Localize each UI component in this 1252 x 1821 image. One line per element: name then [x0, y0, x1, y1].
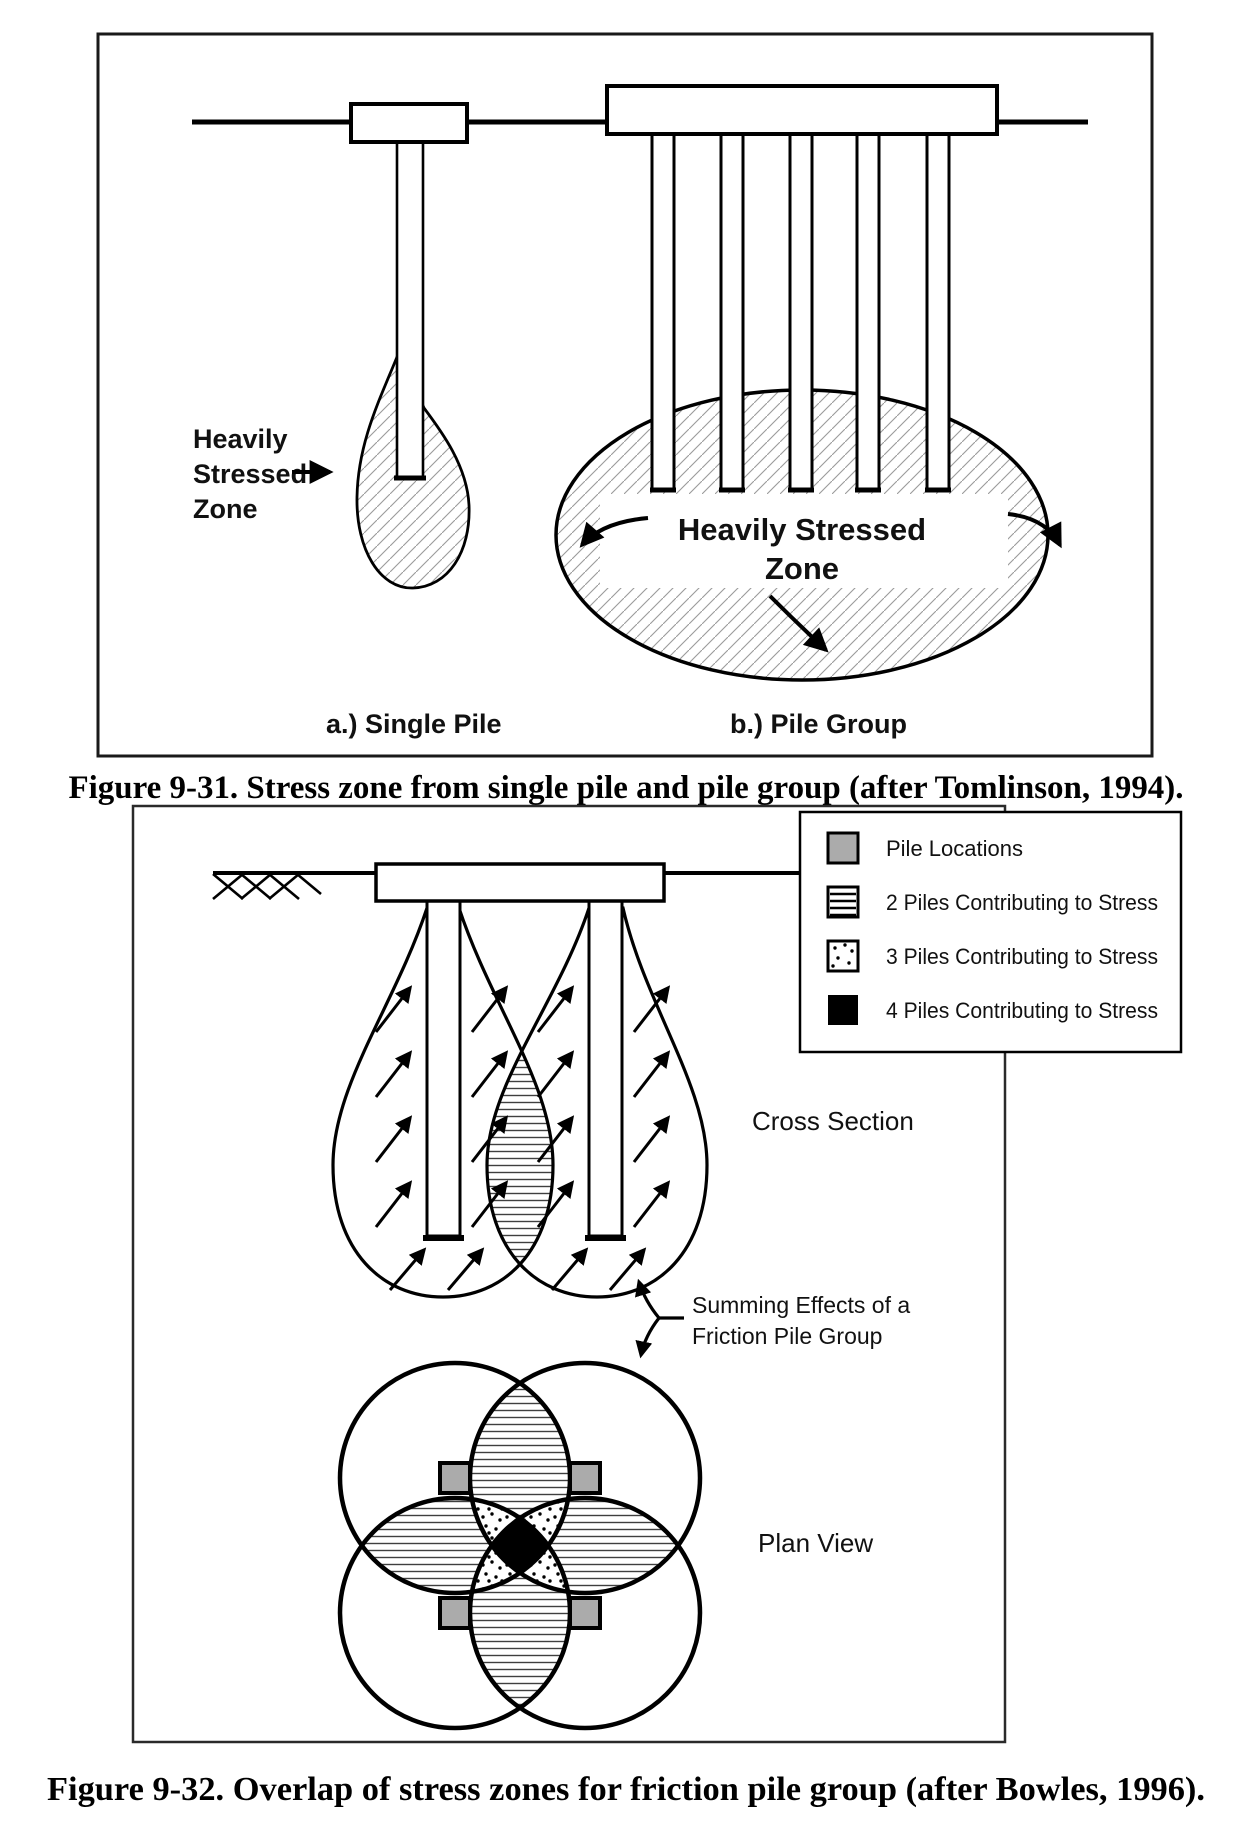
single-pile-cap	[349, 102, 469, 144]
figure-9-31-caption: Figure 9-31. Stress zone from single pil…	[69, 770, 1184, 806]
legend-item-label: 2 Piles Contributing to Stress	[886, 890, 1158, 915]
cross-section-right-pile	[587, 899, 624, 1238]
legend: Pile Locations 2 Piles Contributing to S…	[798, 810, 1183, 1054]
panel-label-a: a.) Single Pile	[326, 709, 502, 739]
pile-location-squares	[438, 1461, 602, 1630]
friction-arrows	[374, 985, 671, 1291]
group-zone-arrow-right	[1007, 512, 1062, 549]
panel-label-b: b.) Pile Group	[730, 709, 907, 739]
figure-9-32: Cross Section Summing Effects of a Frict…	[131, 804, 1183, 1744]
summing-label-line1: Summing Effects of a	[692, 1292, 910, 1318]
ground-hatch-marks	[212, 873, 322, 900]
single-pile-shaft	[395, 140, 425, 480]
single-zone-label: Heavily Stressed Zone	[193, 424, 334, 524]
single-zone-label-line3: Zone	[193, 494, 258, 524]
plan-view: Plan View	[337, 1360, 873, 1731]
figure-9-31-frame	[96, 32, 1154, 758]
group-zone-arrow-down	[768, 594, 829, 653]
legend-swatch-pile-location	[826, 831, 860, 865]
group-zone-arrow-left	[579, 516, 649, 548]
single-zone-label-line1: Heavily	[193, 424, 288, 454]
legend-item-label: Pile Locations	[886, 836, 1023, 861]
right-stress-zone-outline	[485, 906, 709, 1299]
plan-view-label: Plan View	[758, 1528, 873, 1558]
legend-item-label: 4 Piles Contributing to Stress	[886, 998, 1158, 1023]
legend-swatch-two-pile	[826, 885, 860, 919]
left-stress-zone-outline	[331, 906, 555, 1299]
group-zone-label-line1: Heavily Stressed	[678, 512, 926, 547]
figure-9-32-caption: Figure 9-32. Overlap of stress zones for…	[47, 1771, 1205, 1808]
cross-section-left-pile	[425, 899, 462, 1238]
group-zone-label-background	[600, 494, 1008, 588]
legend-box	[798, 810, 1183, 1054]
legend-swatch-four-pile	[828, 995, 858, 1025]
cross-section-label: Cross Section	[752, 1106, 914, 1136]
summing-label-line2: Friction Pile Group	[692, 1323, 882, 1349]
legend-swatch-three-pile	[826, 939, 860, 973]
pile-group-cap	[605, 84, 999, 136]
legend-item-label: 3 Piles Contributing to Stress	[886, 944, 1158, 969]
summing-annotation: Summing Effects of a Friction Pile Group	[634, 1278, 910, 1359]
figure-9-31: Heavily Stressed Zone Heavily Stres	[96, 32, 1154, 758]
four-pile-overlap-zone	[470, 1498, 570, 1593]
cross-section-overlap-lens	[487, 908, 553, 1297]
single-zone-label-line2: Stressed	[193, 459, 307, 489]
cross-section-pile-cap	[374, 862, 666, 903]
group-zone-label-line2: Zone	[765, 551, 839, 586]
